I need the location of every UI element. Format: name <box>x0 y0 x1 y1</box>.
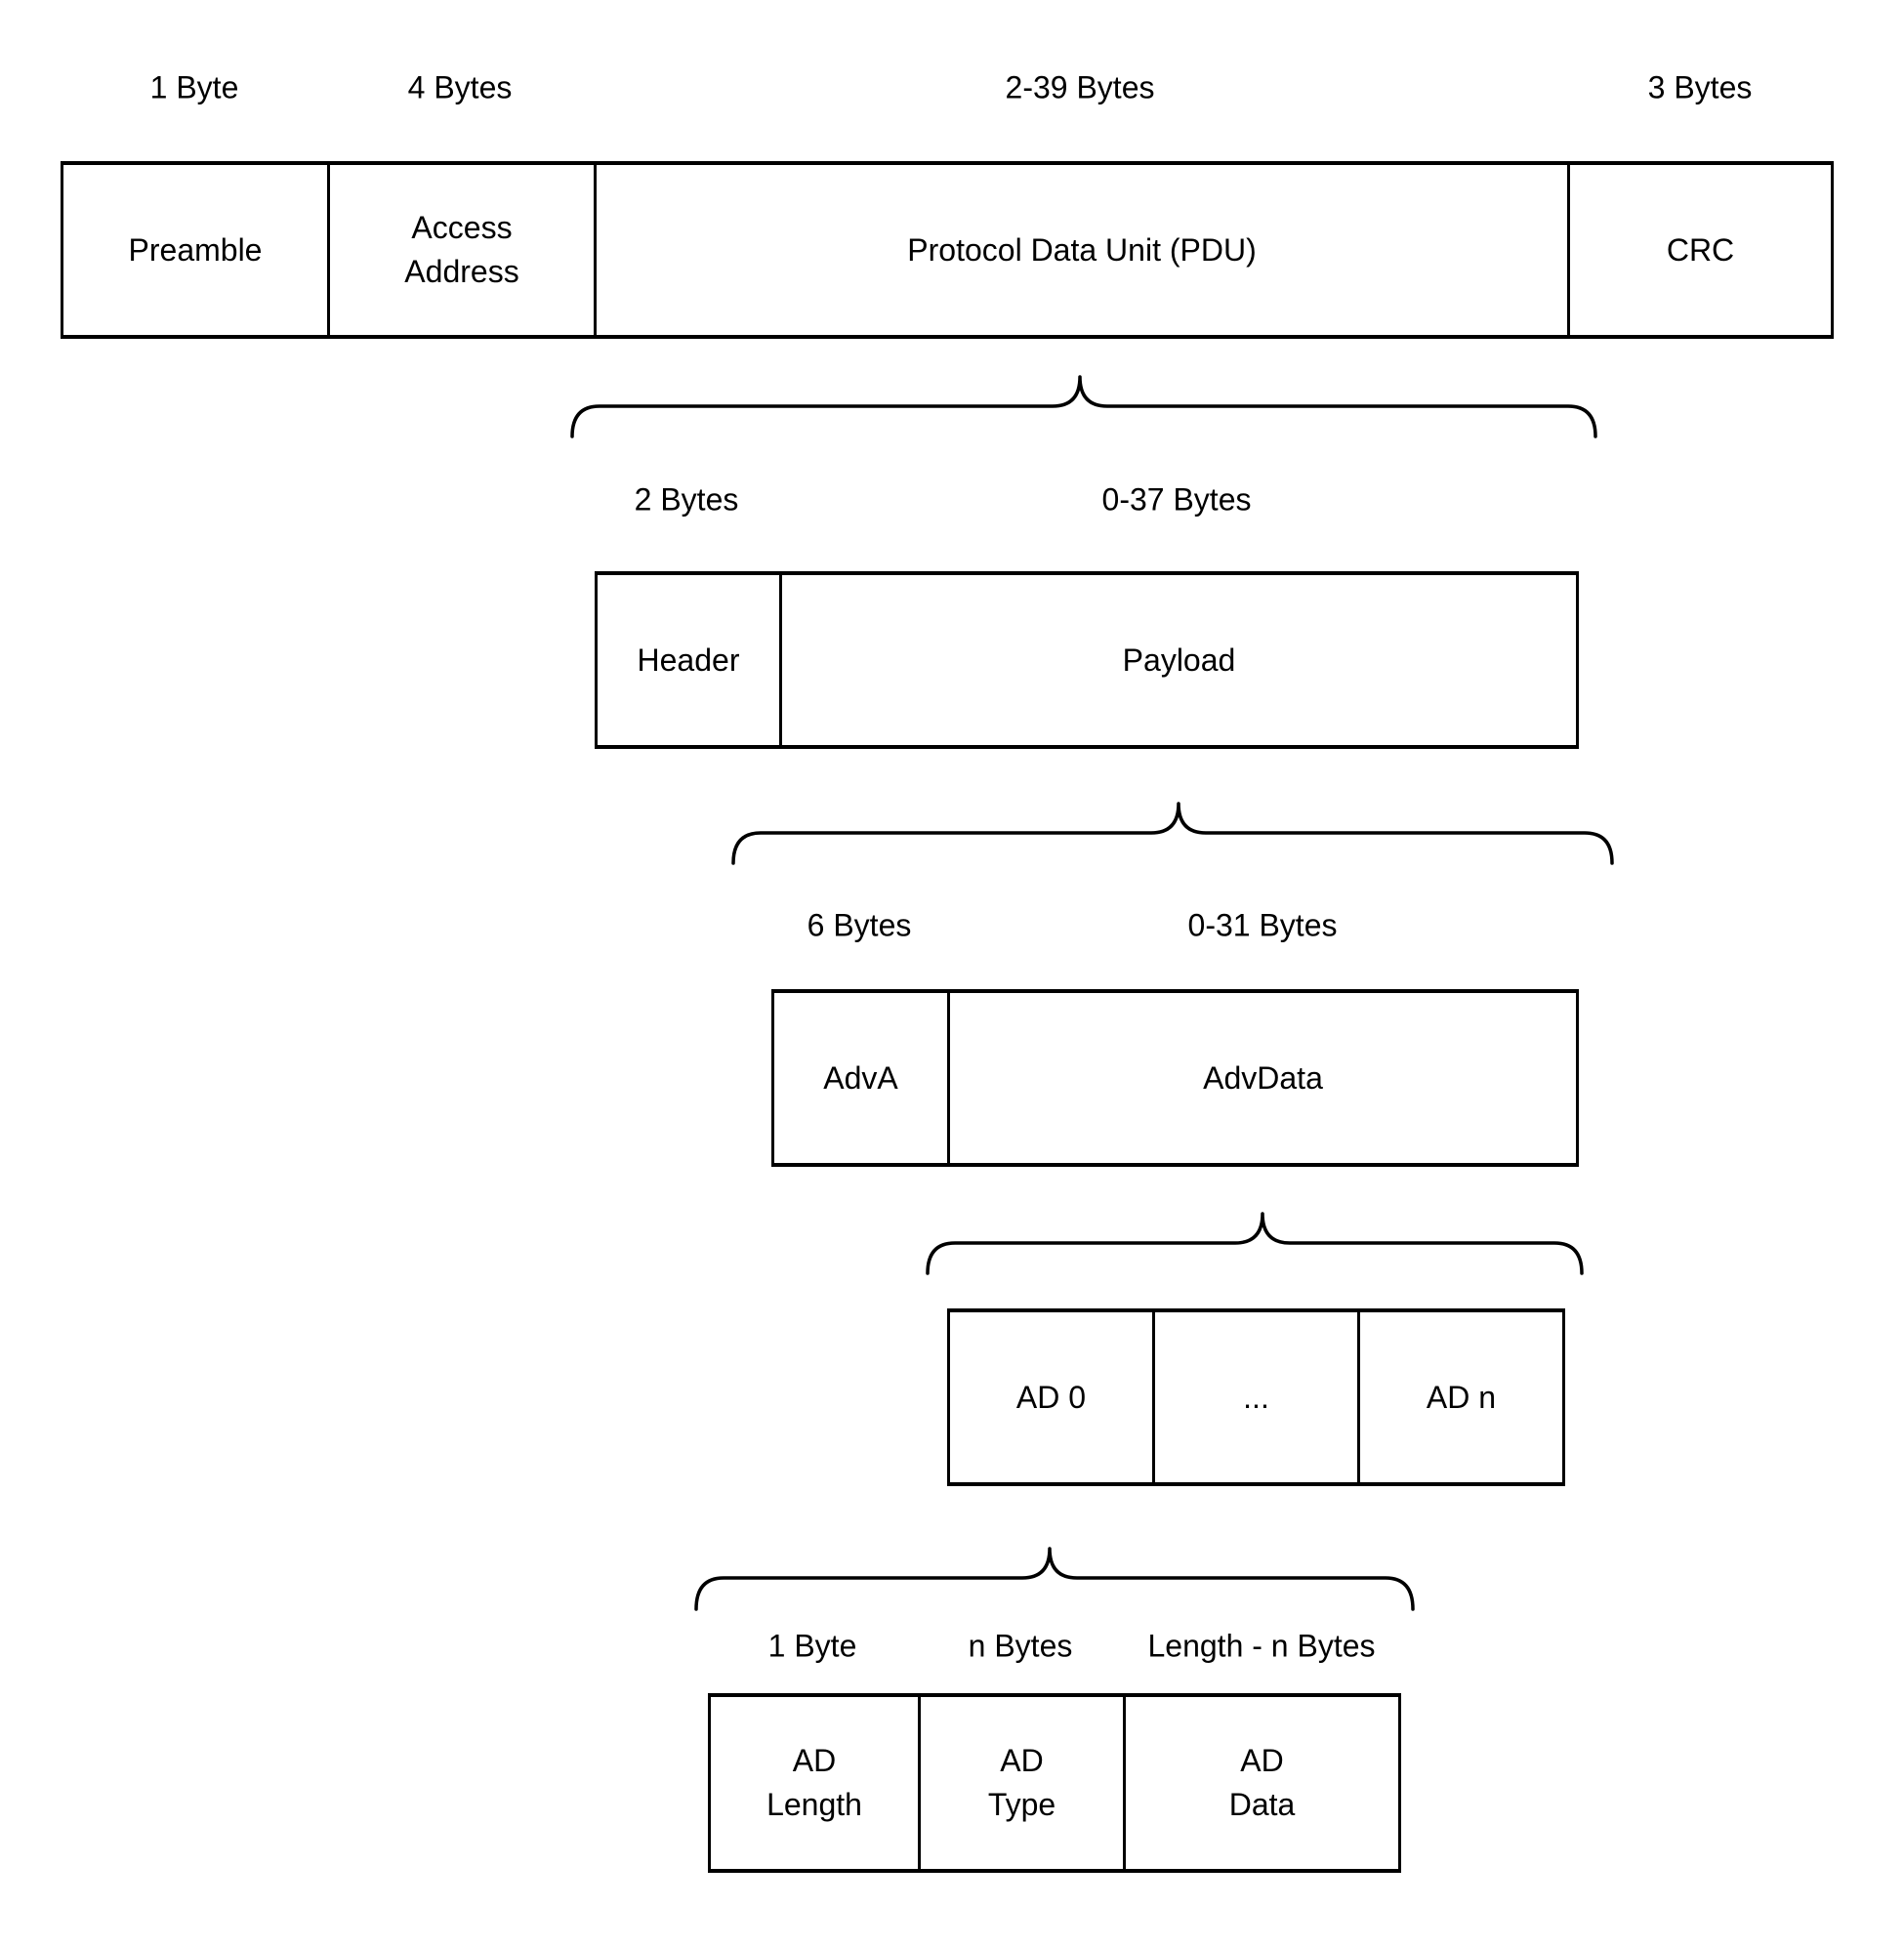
cell-ad-n: AD n <box>1357 1312 1562 1482</box>
cell-ad-0-label: AD 0 <box>1015 1379 1087 1415</box>
cell-pdu-label: Protocol Data Unit (PDU) <box>907 231 1257 268</box>
row-advdata: AD 0 ... AD n <box>947 1308 1565 1486</box>
cell-pdu: Protocol Data Unit (PDU) <box>594 165 1567 335</box>
cell-ad-type-label: AD Type <box>987 1743 1056 1822</box>
cell-ellipsis: ... <box>1152 1312 1357 1482</box>
byte-label-crc: 3 Bytes <box>1647 69 1753 105</box>
cell-ellipsis-label: ... <box>1243 1379 1269 1415</box>
byte-label-header: 2 Bytes <box>634 481 739 518</box>
row-payload: AdvA AdvData <box>771 989 1579 1167</box>
row-pdu: Header Payload <box>595 571 1579 749</box>
cell-header-label: Header <box>637 642 740 678</box>
cell-crc: CRC <box>1567 165 1831 335</box>
cell-ad-type: AD Type <box>918 1697 1123 1869</box>
cell-preamble-label: Preamble <box>128 231 263 268</box>
cell-ad-0: AD 0 <box>950 1312 1152 1482</box>
byte-label-advdata: 0-31 Bytes <box>1187 907 1338 943</box>
cell-payload-label: Payload <box>1122 642 1236 678</box>
cell-ad-length: AD Length <box>711 1697 918 1869</box>
cell-ad-data-label: AD Data <box>1228 1743 1296 1822</box>
brace-payload-expansion <box>731 802 1614 865</box>
cell-header: Header <box>598 575 779 745</box>
cell-access-address-label: Access Address <box>404 210 519 289</box>
cell-ad-length-label: AD Length <box>766 1743 862 1822</box>
byte-label-ad-type: n Bytes <box>968 1628 1073 1664</box>
brace-advdata-expansion <box>926 1212 1584 1275</box>
brace-ad0-expansion <box>694 1547 1415 1611</box>
brace-pdu-expansion <box>570 375 1597 438</box>
byte-label-pdu: 2-39 Bytes <box>1005 69 1155 105</box>
cell-advdata-label: AdvData <box>1203 1059 1323 1096</box>
cell-preamble: Preamble <box>63 165 327 335</box>
cell-advdata: AdvData <box>947 993 1576 1163</box>
byte-label-ad-data: Length - n Bytes <box>1147 1628 1376 1664</box>
cell-crc-label: CRC <box>1666 231 1735 268</box>
row-ad-structure: AD Length AD Type AD Data <box>708 1693 1401 1873</box>
cell-ad-data: AD Data <box>1123 1697 1398 1869</box>
byte-label-ad-length: 1 Byte <box>767 1628 857 1664</box>
cell-adva-label: AdvA <box>823 1059 898 1096</box>
cell-payload: Payload <box>779 575 1576 745</box>
cell-adva: AdvA <box>774 993 947 1163</box>
byte-label-adva: 6 Bytes <box>807 907 912 943</box>
cell-access-address: Access Address <box>327 165 594 335</box>
cell-ad-n-label: AD n <box>1426 1379 1497 1415</box>
byte-label-access: 4 Bytes <box>407 69 513 105</box>
byte-label-preamble: 1 Byte <box>149 69 239 105</box>
row-packet: Preamble Access Address Protocol Data Un… <box>61 161 1834 339</box>
byte-label-payload: 0-37 Bytes <box>1101 481 1252 518</box>
